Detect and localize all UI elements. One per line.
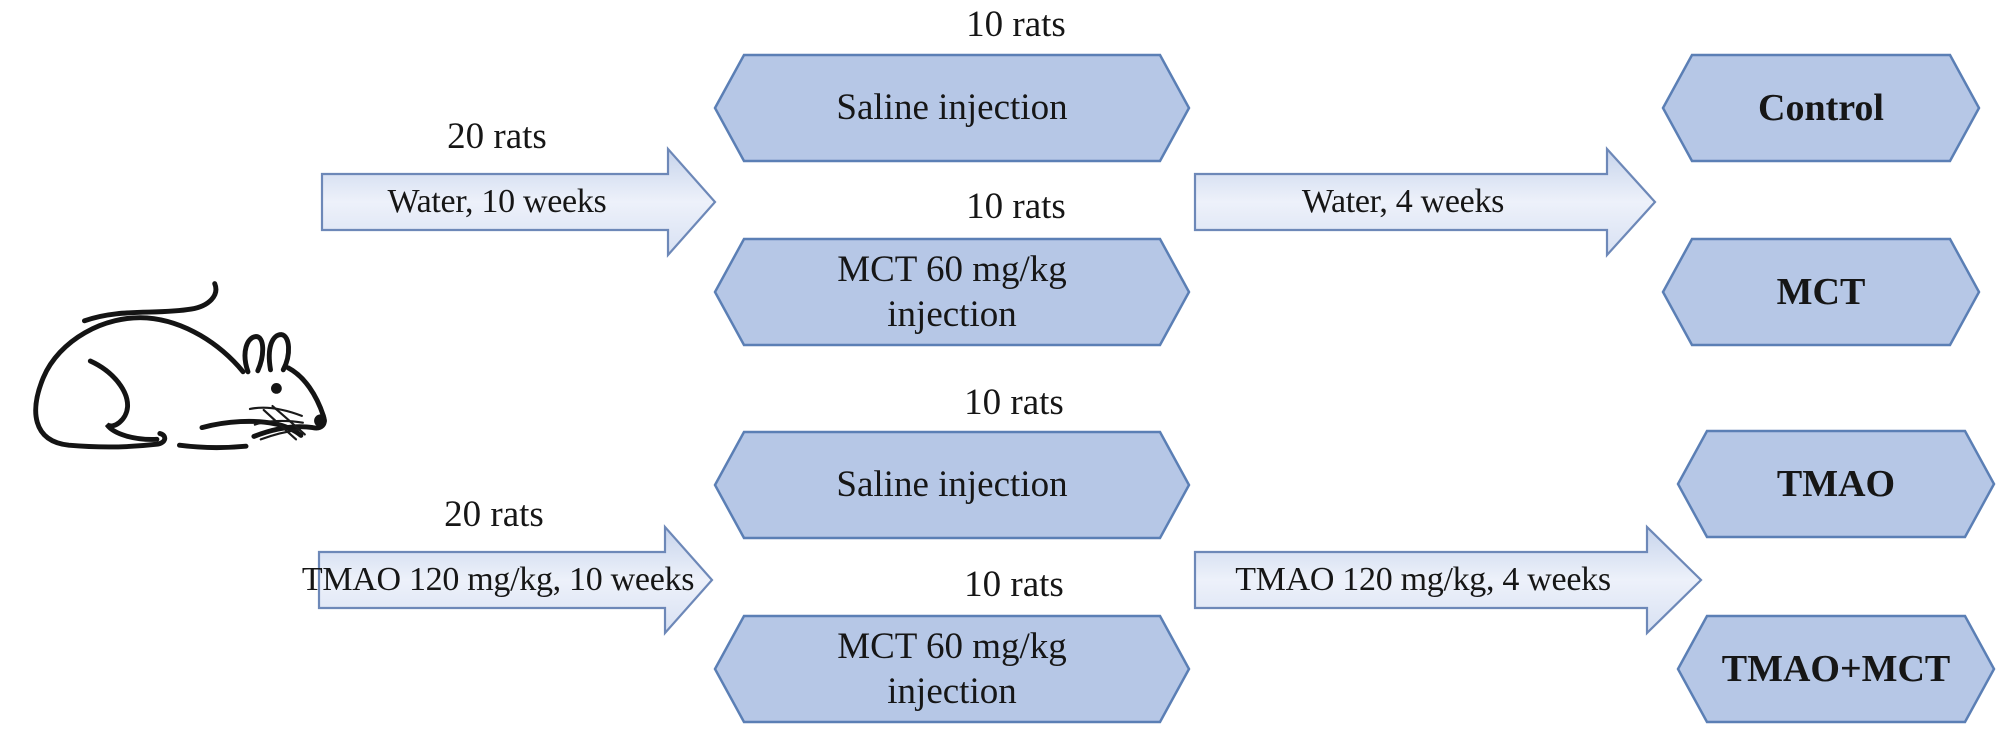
- arrow-label: TMAO 120 mg/kg, 4 weeks: [1235, 561, 1611, 598]
- group-count-label: 10 rats: [964, 564, 1064, 605]
- node-outcome-mct: MCT: [1660, 236, 1982, 348]
- node-saline-injection-bottom: Saline injection: [712, 429, 1192, 541]
- group-count-label: 10 rats: [966, 4, 1066, 45]
- node-label: TMAO: [1776, 462, 1896, 505]
- node-label-line2: injection: [887, 671, 1017, 712]
- node-outcome-control: Control: [1660, 52, 1982, 164]
- right-arrow-shape: [1193, 524, 1703, 636]
- node-label: MCT: [1776, 270, 1866, 313]
- arrow-water-10-weeks: Water, 10 weeks: [320, 146, 718, 258]
- node-mct-injection-bottom: MCT 60 mg/kg injection: [712, 613, 1192, 725]
- rat-icon: [33, 281, 327, 451]
- cohort-count-label: 20 rats: [447, 116, 547, 157]
- node-saline-injection-top: Saline injection: [712, 52, 1192, 164]
- node-label: MCT 60 mg/kg injection: [742, 613, 1162, 725]
- node-label: Saline injection: [836, 87, 1068, 129]
- right-arrow-shape: [317, 524, 714, 636]
- arrow-water-4-weeks: Water, 4 weeks: [1193, 146, 1657, 258]
- node-mct-injection-top: MCT 60 mg/kg injection: [712, 236, 1192, 348]
- hexagon-shape: [713, 53, 1191, 163]
- arrow-label: TMAO 120 mg/kg, 10 weeks: [301, 561, 695, 598]
- hexagon-shape: [1676, 614, 1996, 724]
- hexagon-shape: [1661, 53, 1981, 163]
- node-label-line2: injection: [887, 294, 1017, 335]
- right-arrow-shape: [1193, 146, 1657, 258]
- group-count-label: 10 rats: [966, 186, 1066, 227]
- node-label: MCT 60 mg/kg injection: [742, 236, 1162, 348]
- hexagon-shape: [1661, 237, 1981, 347]
- group-count-label: 10 rats: [964, 382, 1064, 423]
- arrow-label: Water, 4 weeks: [1301, 183, 1505, 220]
- hexagon-shape: [713, 430, 1191, 540]
- node-outcome-tmao: TMAO: [1675, 428, 1997, 540]
- arrow-label: Water, 10 weeks: [387, 183, 607, 220]
- arrow-tmao-4-weeks: TMAO 120 mg/kg, 4 weeks: [1193, 524, 1703, 636]
- node-label-line1: MCT 60 mg/kg: [837, 625, 1067, 667]
- arrow-tmao-10-weeks: TMAO 120 mg/kg, 10 weeks: [301, 524, 715, 636]
- node-label-line1: MCT 60 mg/kg: [837, 248, 1067, 290]
- right-arrow-shape: [320, 146, 717, 258]
- hexagon-shape: [713, 614, 1191, 724]
- cohort-count-label: 20 rats: [444, 494, 544, 535]
- hexagon-shape: [713, 237, 1191, 347]
- hexagon-shape: [1676, 429, 1996, 539]
- node-label: TMAO+MCT: [1721, 647, 1951, 690]
- node-outcome-tmao-mct: TMAO+MCT: [1675, 613, 1997, 725]
- node-label: Saline injection: [836, 464, 1068, 506]
- node-label: Control: [1758, 86, 1884, 129]
